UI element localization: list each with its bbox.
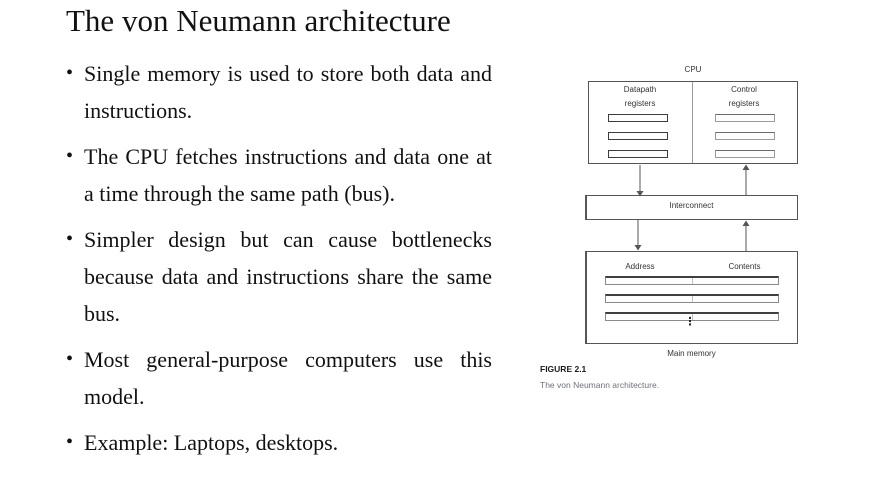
cpu-label: CPU: [684, 65, 702, 74]
bullet-text: Single memory is used to store both data…: [84, 61, 492, 123]
memory-row: [605, 312, 779, 321]
bullet-text: Example: Laptops, desktops.: [84, 430, 339, 455]
contents-column-label: Contents: [728, 262, 761, 271]
main-memory-label: Main memory: [667, 349, 716, 358]
memory-row-divider: [692, 314, 693, 320]
bullet-item: • Simpler design but can cause bottlenec…: [66, 221, 492, 332]
memory-row-divider: [692, 296, 693, 302]
register-box: [608, 114, 668, 122]
figure-number: FIGURE 2.1: [540, 364, 587, 374]
bullet-marker: •: [66, 228, 74, 250]
interconnect-box: [585, 195, 798, 220]
figure-caption: The von Neumann architecture.: [540, 380, 660, 390]
bullet-marker: •: [66, 431, 74, 453]
register-box: [608, 150, 668, 158]
datapath-label: Datapath: [623, 85, 657, 94]
arrowhead-down-icon: [634, 245, 642, 251]
memory-row-divider: [692, 278, 693, 284]
datapath-registers-label: registers: [624, 99, 656, 108]
bullet-list: • Single memory is used to store both da…: [66, 55, 492, 470]
register-box: [715, 132, 775, 140]
address-column-label: Address: [625, 262, 655, 271]
bullet-item: • The CPU fetches instructions and data …: [66, 138, 492, 212]
page-title: The von Neumann architecture: [66, 3, 451, 38]
memory-row: [605, 294, 779, 303]
control-label: Control: [731, 85, 757, 94]
cpu-divider: [692, 82, 693, 163]
bullet-text: Most general-purpose computers use this …: [84, 347, 492, 409]
interconnect-label: Interconnect: [669, 201, 714, 210]
bullet-marker: •: [66, 348, 74, 370]
control-registers-label: registers: [728, 99, 760, 108]
bullet-text: Simpler design but can cause bottlenecks…: [84, 227, 492, 326]
memory-row: [605, 276, 779, 285]
register-box: [608, 132, 668, 140]
bullet-marker: •: [66, 62, 74, 84]
bullet-item: • Single memory is used to store both da…: [66, 55, 492, 129]
bullet-item: • Most general-purpose computers use thi…: [66, 341, 492, 415]
arrowhead-up-icon: [742, 164, 750, 170]
bullet-text: The CPU fetches instructions and data on…: [84, 144, 492, 206]
bullet-item: • Example: Laptops, desktops.: [66, 424, 492, 461]
register-box: [715, 114, 775, 122]
memory-ellipsis: ⋮: [684, 315, 696, 328]
arrowhead-up-icon: [742, 220, 750, 226]
register-box: [715, 150, 775, 158]
bullet-marker: •: [66, 145, 74, 167]
